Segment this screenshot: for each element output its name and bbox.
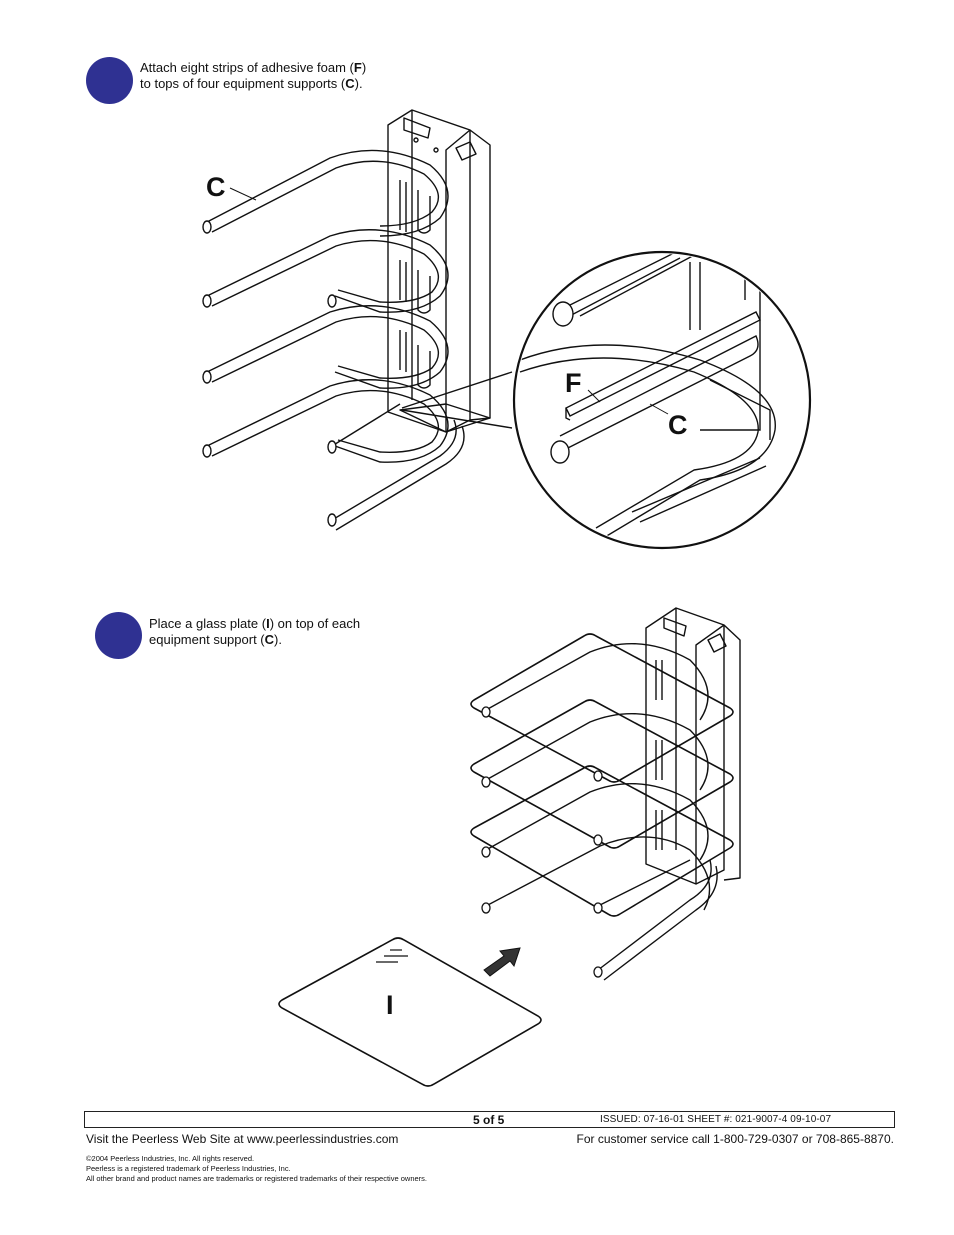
equipment-support-illustration: [202, 109, 812, 550]
customer-service-note: For customer service call 1-800-729-0307…: [576, 1132, 894, 1146]
step-2-badge: [95, 612, 142, 659]
issued-info: ISSUED: 07-16-01 SHEET #: 021-9007-4 09-…: [600, 1114, 832, 1125]
callout-i-plate: I: [386, 990, 394, 1020]
footer-box: [84, 1111, 895, 1128]
step-1-instructions: Attach eight strips of adhesive foam (F)…: [140, 60, 367, 91]
insert-arrow-icon: [483, 947, 521, 977]
other-trademarks-line: All other brand and product names are tr…: [86, 1174, 427, 1183]
step-1-badge: [86, 57, 133, 104]
callout-f-foam: F: [565, 368, 582, 398]
page-number: 5 of 5: [473, 1113, 505, 1127]
trademark-line: Peerless is a registered trademark of Pe…: [86, 1164, 291, 1173]
callout-c-support: C: [206, 172, 226, 202]
glass-plate-illustration: [278, 607, 741, 1087]
copyright-line: ©2004 Peerless Industries, Inc. All righ…: [86, 1154, 255, 1163]
website-note: Visit the Peerless Web Site at www.peerl…: [86, 1132, 399, 1146]
callout-c-detail: C: [668, 410, 688, 440]
step-2-instructions: Place a glass plate (I) on top of each e…: [149, 616, 361, 647]
